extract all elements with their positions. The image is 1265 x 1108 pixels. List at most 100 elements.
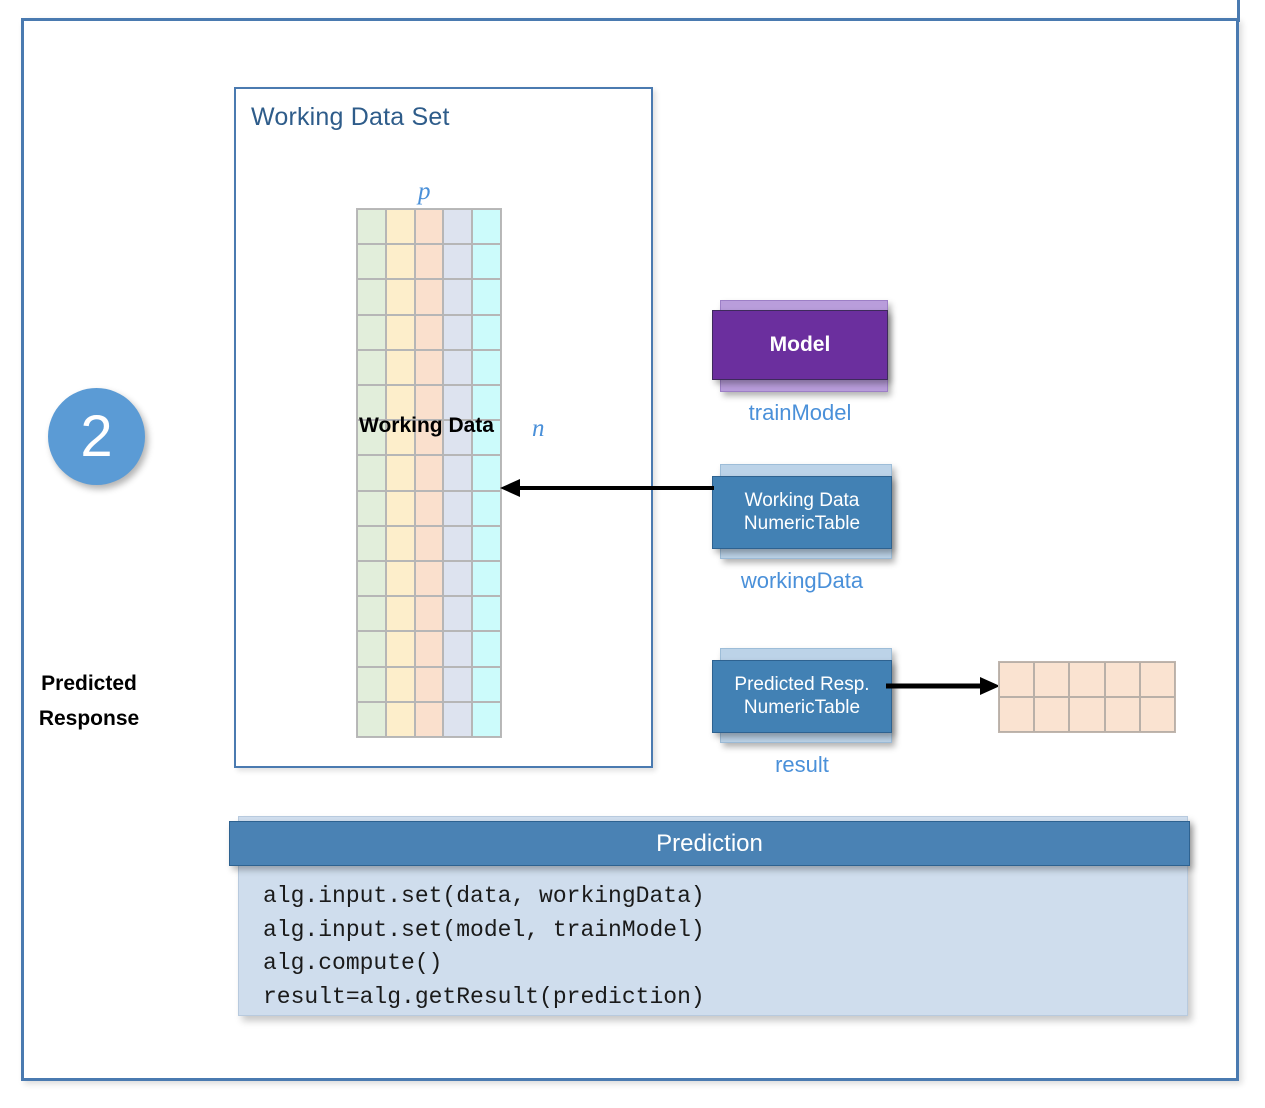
predicted-response-cell <box>1139 697 1175 732</box>
matrix-cell <box>357 631 386 667</box>
predicted-response-cell <box>1104 662 1140 697</box>
matrix-cell <box>414 349 444 385</box>
matrix-cell <box>414 420 444 456</box>
matrix-cell <box>472 666 501 702</box>
prediction-card-title: Prediction <box>656 829 763 857</box>
matrix-cell <box>472 561 501 597</box>
node-result-caption: result <box>775 752 829 777</box>
node-working-data-label-line1: Working Data <box>744 490 860 512</box>
matrix-cell <box>357 596 386 632</box>
matrix-cell <box>385 490 415 526</box>
step-number-badge: 2 <box>48 388 145 485</box>
matrix-cell <box>472 385 501 421</box>
matrix-cell <box>414 525 444 561</box>
matrix-cell <box>357 490 386 526</box>
working-data-set-title: Working Data Set <box>251 103 450 131</box>
matrix-cell <box>414 561 444 597</box>
matrix-cell <box>443 314 473 350</box>
predicted-response-cell <box>1069 662 1105 697</box>
matrix-cell <box>357 701 386 737</box>
matrix-cell <box>385 561 415 597</box>
matrix-cell <box>443 596 473 632</box>
matrix-cell <box>414 701 444 737</box>
predicted-response-cell <box>1034 662 1070 697</box>
predicted-response-cell <box>999 662 1035 697</box>
matrix-cell <box>414 314 444 350</box>
matrix-cell <box>385 314 415 350</box>
predicted-response-cell <box>1034 697 1070 732</box>
matrix-cell <box>443 279 473 315</box>
node-working-data-body[interactable]: Working Data NumericTable <box>712 476 892 549</box>
matrix-cell <box>414 490 444 526</box>
matrix-cell <box>414 666 444 702</box>
node-working-data-text: Working Data NumericTable <box>744 490 860 535</box>
matrix-cell <box>414 385 444 421</box>
matrix-cell <box>443 244 473 280</box>
matrix-cell <box>472 349 501 385</box>
matrix-cell <box>357 455 386 491</box>
matrix-cell <box>357 385 386 421</box>
predicted-response-cell <box>1104 697 1140 732</box>
matrix-cell <box>385 244 415 280</box>
matrix-cell <box>472 279 501 315</box>
node-result-text: Predicted Resp. NumericTable <box>734 674 869 719</box>
matrix-cell <box>414 596 444 632</box>
matrix-cell <box>472 596 501 632</box>
matrix-cell <box>414 244 444 280</box>
matrix-cell <box>443 385 473 421</box>
predicted-response-cell <box>999 697 1035 732</box>
matrix-cell <box>472 631 501 667</box>
arrow-workingdata-to-matrix <box>500 479 714 497</box>
matrix-cell <box>357 525 386 561</box>
node-model-caption: trainModel <box>748 400 852 425</box>
prediction-card-header: Prediction <box>229 821 1190 866</box>
matrix-cell <box>472 455 501 491</box>
matrix-cell <box>385 666 415 702</box>
node-model-label: Model <box>769 332 831 356</box>
matrix-column-label-p: p <box>418 178 431 205</box>
matrix-cell <box>357 209 386 245</box>
predicted-response-cell <box>1069 697 1105 732</box>
matrix-cell <box>357 561 386 597</box>
matrix-cell <box>443 525 473 561</box>
matrix-cell <box>472 314 501 350</box>
matrix-cell <box>385 385 415 421</box>
matrix-cell <box>414 279 444 315</box>
matrix-cell <box>472 420 501 456</box>
matrix-cell <box>357 420 386 456</box>
node-working-data-caption: workingData <box>740 568 864 593</box>
matrix-cell <box>443 561 473 597</box>
matrix-cell <box>357 314 386 350</box>
matrix-cell <box>414 631 444 667</box>
matrix-cell <box>414 209 444 245</box>
matrix-cell <box>443 420 473 456</box>
matrix-cell <box>385 525 415 561</box>
node-model-body[interactable]: Model <box>712 310 888 380</box>
predicted-response-table <box>998 661 1176 733</box>
matrix-cell <box>443 209 473 245</box>
node-result-label-line2: NumericTable <box>743 696 861 718</box>
frame-corner-tick <box>1237 0 1240 22</box>
matrix-cell <box>385 631 415 667</box>
node-working-data-label-line2: NumericTable <box>743 512 861 534</box>
prediction-code-block: alg.input.set(data, workingData) alg.inp… <box>263 883 705 1010</box>
matrix-cell <box>443 349 473 385</box>
matrix-cell <box>472 490 501 526</box>
matrix-cell <box>385 596 415 632</box>
matrix-overlay-label: Working Data <box>359 414 494 437</box>
node-result-body[interactable]: Predicted Resp. NumericTable <box>712 660 892 733</box>
node-result-label-line1: Predicted Resp. <box>734 674 870 696</box>
matrix-cell <box>357 244 386 280</box>
step-number-label: 2 <box>80 403 113 469</box>
matrix-cell <box>385 279 415 315</box>
matrix-cell <box>443 666 473 702</box>
matrix-cell <box>357 279 386 315</box>
matrix-cell <box>385 209 415 245</box>
matrix-cell <box>443 490 473 526</box>
matrix-cell <box>385 701 415 737</box>
matrix-cell <box>472 209 501 245</box>
matrix-cell <box>472 244 501 280</box>
matrix-cell <box>385 420 415 456</box>
matrix-cell <box>443 631 473 667</box>
